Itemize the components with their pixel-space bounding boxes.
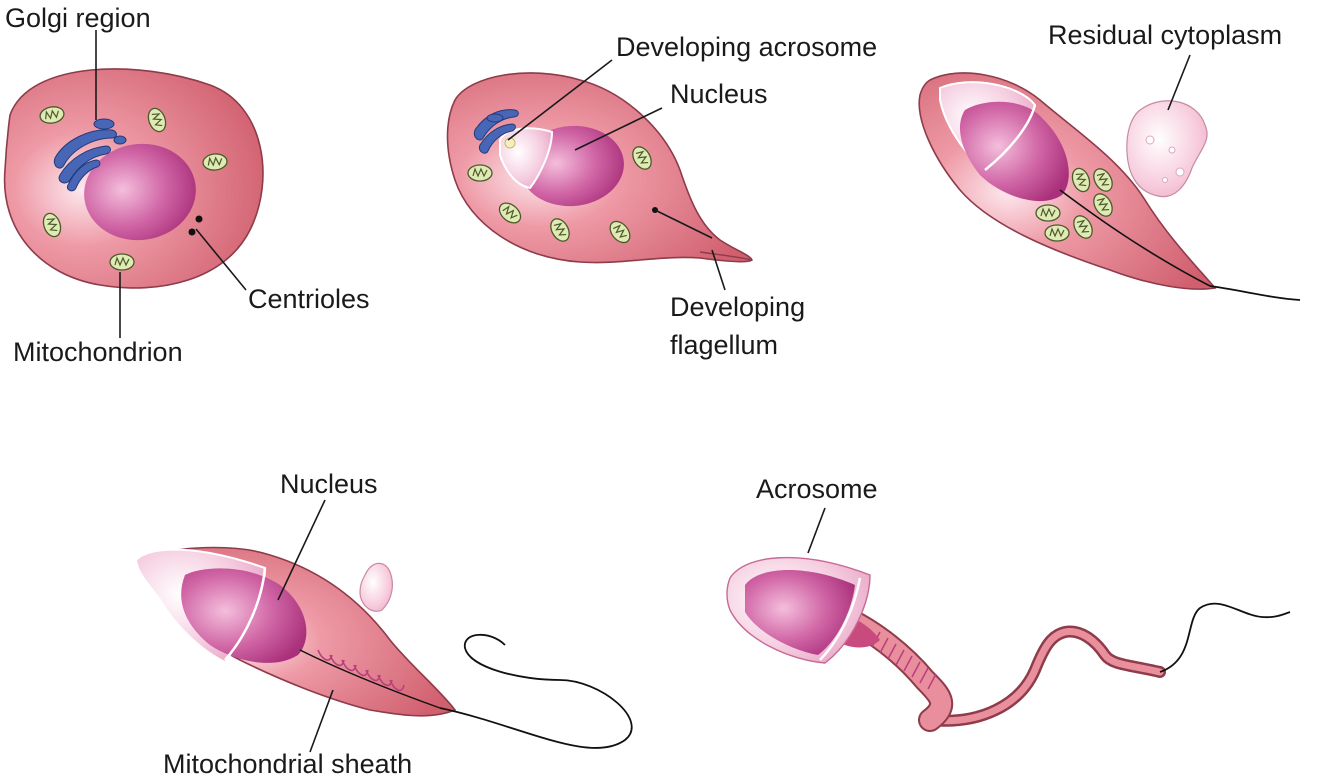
stage4-cell: [134, 546, 457, 717]
label-mitochondrial-sheath: Mitochondrial sheath: [163, 749, 412, 779]
label-nucleus-stage2: Nucleus: [670, 79, 768, 109]
centriole-dot: [195, 215, 203, 223]
stage5-nucleus: [745, 570, 855, 655]
stage5-sperm: [726, 556, 1166, 732]
label-nucleus-stage4: Nucleus: [280, 469, 378, 499]
stage4-nucleus: [181, 568, 307, 663]
label-centrioles: Centrioles: [248, 284, 370, 314]
stage4-residual-droplet: [359, 562, 393, 612]
centriole-dot: [188, 228, 196, 236]
golgi-apparatus: [53, 118, 127, 192]
mitochondrial-sheath-coils: [317, 649, 405, 692]
stage1-cell: [3, 68, 264, 289]
label-residual-cytoplasm: Residual cytoplasm: [1048, 20, 1282, 50]
mitochondrion-icon: [1035, 204, 1061, 222]
label-golgi-region: Golgi region: [5, 3, 151, 33]
residual-cytoplasm-blob: [1126, 100, 1208, 198]
mitochondrion-icon: [1044, 224, 1070, 242]
stage1-nucleus: [84, 143, 196, 241]
stage2-golgi: [473, 109, 519, 154]
mitochondrion-icon: [109, 253, 135, 271]
stage3-cell: [918, 72, 1217, 290]
mitochondrion-icon: [467, 164, 493, 182]
stage3-nucleus: [960, 101, 1069, 202]
label-developing-acrosome: Developing acrosome: [616, 32, 877, 62]
label-acrosome: Acrosome: [756, 474, 878, 504]
label-developing-flagellum-1: Developing: [670, 292, 805, 322]
label-developing-flagellum-2: flagellum: [670, 330, 778, 360]
label-mitochondrion: Mitochondrion: [13, 337, 183, 367]
stage2-cell: [446, 72, 753, 264]
